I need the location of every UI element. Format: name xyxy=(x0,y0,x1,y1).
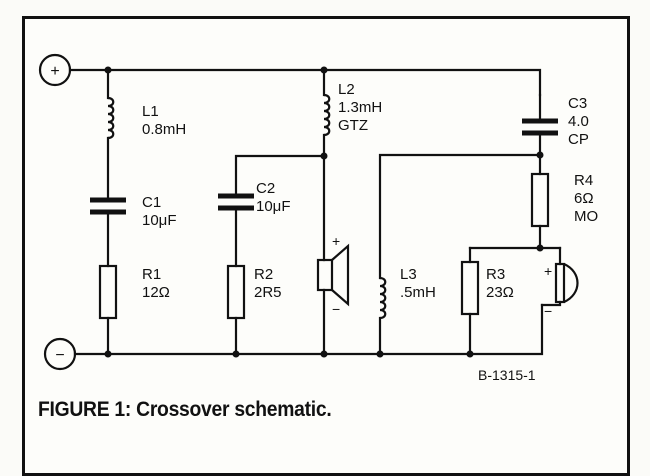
c2-value: 10μF xyxy=(256,198,291,215)
r4-note: MO xyxy=(574,208,598,225)
c1-name: C1 xyxy=(142,194,161,211)
inductor-l3 xyxy=(379,276,387,320)
l3-value: .5mH xyxy=(400,284,436,301)
woofer-minus-sign: − xyxy=(332,301,340,317)
r4-name: R4 xyxy=(574,172,593,189)
inductor-l1 xyxy=(107,96,115,140)
r2-value: 2R5 xyxy=(254,284,282,301)
resistor-r1 xyxy=(98,264,118,320)
l3-name: L3 xyxy=(400,266,417,283)
resistor-r4 xyxy=(530,172,550,228)
l2-note: GTZ xyxy=(338,117,368,134)
r1-value: 12Ω xyxy=(142,284,170,301)
junction-dots xyxy=(104,66,544,358)
tweeter-minus-sign: − xyxy=(544,303,552,319)
l1-value: 0.8mH xyxy=(142,121,186,138)
l1-name: L1 xyxy=(142,103,159,120)
branch-c3-tweeter: + − xyxy=(378,93,579,356)
inductor-l2 xyxy=(323,93,331,137)
negative-bus-wire xyxy=(73,303,544,356)
resistor-r2 xyxy=(226,264,246,320)
r2-name: R2 xyxy=(254,266,273,283)
l2-name: L2 xyxy=(338,81,355,98)
c2-name: C2 xyxy=(256,180,275,197)
c3-name: C3 xyxy=(568,95,587,112)
resistor-r3 xyxy=(460,260,480,316)
r3-value: 23Ω xyxy=(486,284,514,301)
l2-value: 1.3mH xyxy=(338,99,382,116)
woofer-speaker xyxy=(316,243,350,307)
crossover-schematic: + − L1 0.8mH C1 10μF R1 12Ω xyxy=(38,53,598,383)
c1-value: 10μF xyxy=(142,212,177,229)
c3-value: 4.0 xyxy=(568,113,589,130)
positive-terminal-label: + xyxy=(50,63,59,80)
branch-l1-c1-r1 xyxy=(90,68,126,356)
woofer-plus-sign: + xyxy=(332,233,340,249)
r1-name: R1 xyxy=(142,266,161,283)
figure-caption: FIGURE 1: Crossover schematic. xyxy=(38,398,332,421)
positive-bus-wire xyxy=(68,68,542,97)
negative-terminal-label: − xyxy=(55,347,64,364)
r4-value: 6Ω xyxy=(574,190,594,207)
r3-name: R3 xyxy=(486,266,505,283)
tweeter-plus-sign: + xyxy=(544,263,552,279)
positive-terminal: + xyxy=(38,53,72,87)
c3-note: CP xyxy=(568,131,589,148)
drawing-reference: B-1315-1 xyxy=(478,367,536,383)
tweeter-speaker xyxy=(554,262,579,304)
negative-terminal: − xyxy=(43,337,77,371)
diagram-frame xyxy=(22,16,630,476)
